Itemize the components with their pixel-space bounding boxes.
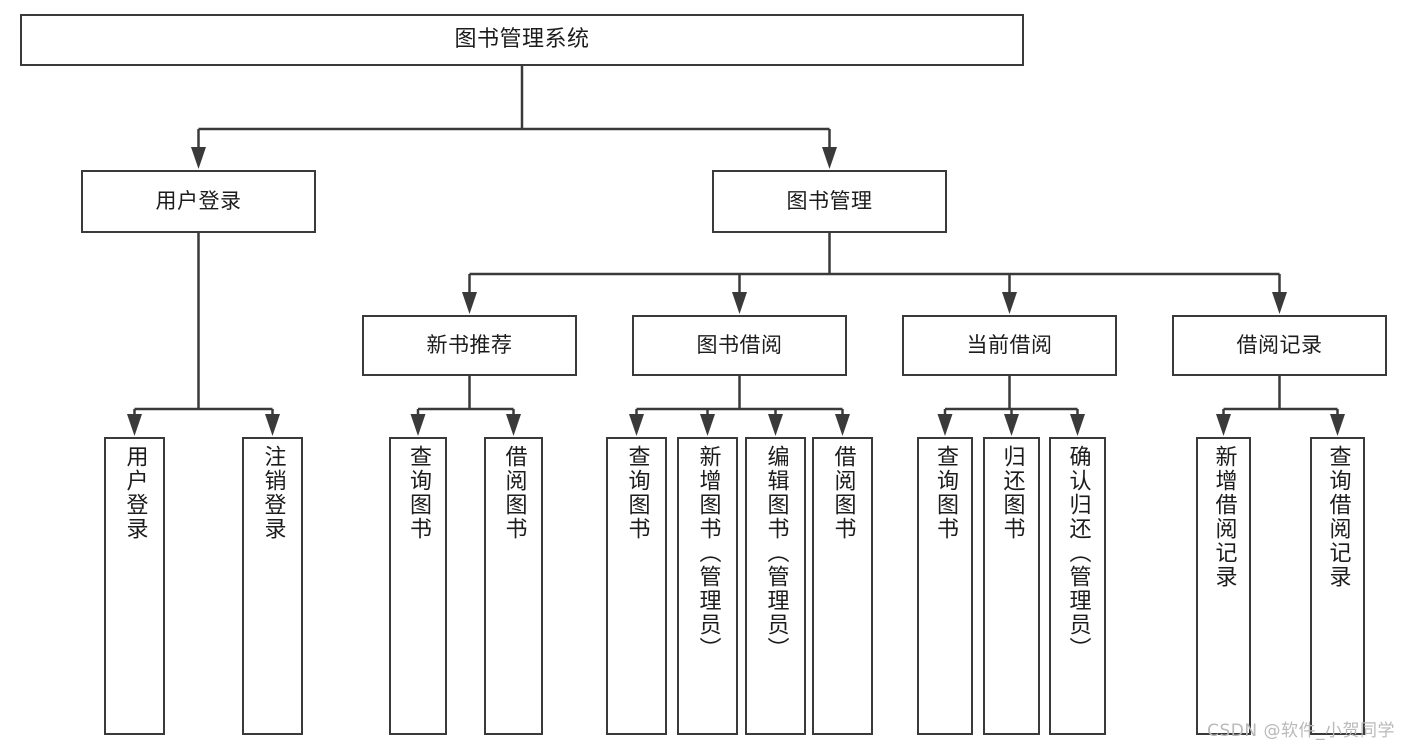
connector-arrowhead — [1216, 414, 1231, 436]
node-label: 新增图书（管理员） — [695, 445, 721, 661]
connector-arrowhead — [1330, 414, 1345, 436]
connector-arrowhead — [700, 414, 715, 436]
node-leaf-edit-book[interactable]: 编辑图书（管理员） — [745, 437, 806, 735]
node-leaf-query-record[interactable]: 查询借阅记录 — [1310, 437, 1365, 735]
connector-arrowhead — [732, 292, 747, 314]
node-leaf-query-book-2[interactable]: 查询图书 — [606, 437, 667, 735]
node-leaf-borrow-book-2[interactable]: 借阅图书 — [812, 437, 873, 735]
connector-arrowhead — [768, 414, 783, 436]
node-leaf-query-book-1[interactable]: 查询图书 — [389, 437, 447, 735]
connector-arrowhead — [191, 147, 206, 169]
node-label: 查询图书 — [624, 445, 650, 541]
node-label: 借阅图书 — [501, 445, 527, 541]
node-label: 查询图书 — [933, 445, 958, 541]
node-label: 用户登录 — [122, 445, 148, 541]
node-user-login[interactable]: 用户登录 — [81, 170, 316, 233]
node-leaf-return-book[interactable]: 归还图书 — [983, 437, 1040, 735]
connector-arrowhead — [822, 147, 837, 169]
node-label: 归还图书 — [999, 445, 1025, 541]
node-label: 注销登录 — [260, 445, 286, 541]
node-leaf-add-record[interactable]: 新增借阅记录 — [1196, 437, 1251, 735]
node-label: 新增借阅记录 — [1211, 445, 1237, 589]
connector-arrowhead — [1004, 414, 1019, 436]
node-leaf-logout[interactable]: 注销登录 — [242, 437, 303, 735]
node-label: 查询借阅记录 — [1325, 445, 1351, 589]
node-label: 图书借阅 — [696, 333, 783, 358]
node-label: 确认归还（管理员） — [1065, 445, 1091, 661]
node-label: 图书管理 — [786, 189, 873, 214]
node-new-book-rec[interactable]: 新书推荐 — [362, 315, 577, 376]
connector-arrowhead — [937, 414, 953, 436]
node-root[interactable]: 图书管理系统 — [20, 14, 1024, 66]
node-leaf-confirm-return[interactable]: 确认归还（管理员） — [1049, 437, 1106, 735]
node-label: 借阅图书 — [830, 445, 856, 541]
node-label: 图书管理系统 — [454, 27, 590, 53]
node-label: 编辑图书（管理员） — [763, 445, 789, 661]
node-leaf-add-book[interactable]: 新增图书（管理员） — [677, 437, 738, 735]
connector-arrowhead — [127, 414, 142, 436]
node-label: 新书推荐 — [426, 333, 513, 358]
node-label: 借阅记录 — [1236, 333, 1323, 358]
connector-arrowhead — [1070, 414, 1085, 436]
node-label: 当前借阅 — [966, 333, 1053, 358]
node-leaf-query-book-3[interactable]: 查询图书 — [917, 437, 973, 735]
node-book-borrow[interactable]: 图书借阅 — [632, 315, 847, 376]
connector-arrowhead — [835, 414, 850, 436]
connector-arrowhead — [629, 414, 644, 436]
connector-arrowhead — [410, 414, 426, 436]
node-leaf-user-login[interactable]: 用户登录 — [104, 437, 165, 735]
node-current-borrow[interactable]: 当前借阅 — [902, 315, 1117, 376]
watermark: CSDN @软件_小贺同学 — [1207, 721, 1395, 741]
connector-arrowhead — [462, 292, 477, 314]
node-book-manage[interactable]: 图书管理 — [712, 170, 947, 233]
node-label: 用户登录 — [155, 189, 242, 214]
connector-arrowhead — [1272, 292, 1287, 314]
connector-arrowhead — [265, 414, 280, 436]
node-borrow-record[interactable]: 借阅记录 — [1172, 315, 1387, 376]
connector-arrowhead — [506, 414, 521, 436]
node-label: 查询图书 — [406, 445, 431, 541]
connector-arrowhead — [1002, 292, 1017, 314]
node-leaf-borrow-book-1[interactable]: 借阅图书 — [484, 437, 543, 735]
